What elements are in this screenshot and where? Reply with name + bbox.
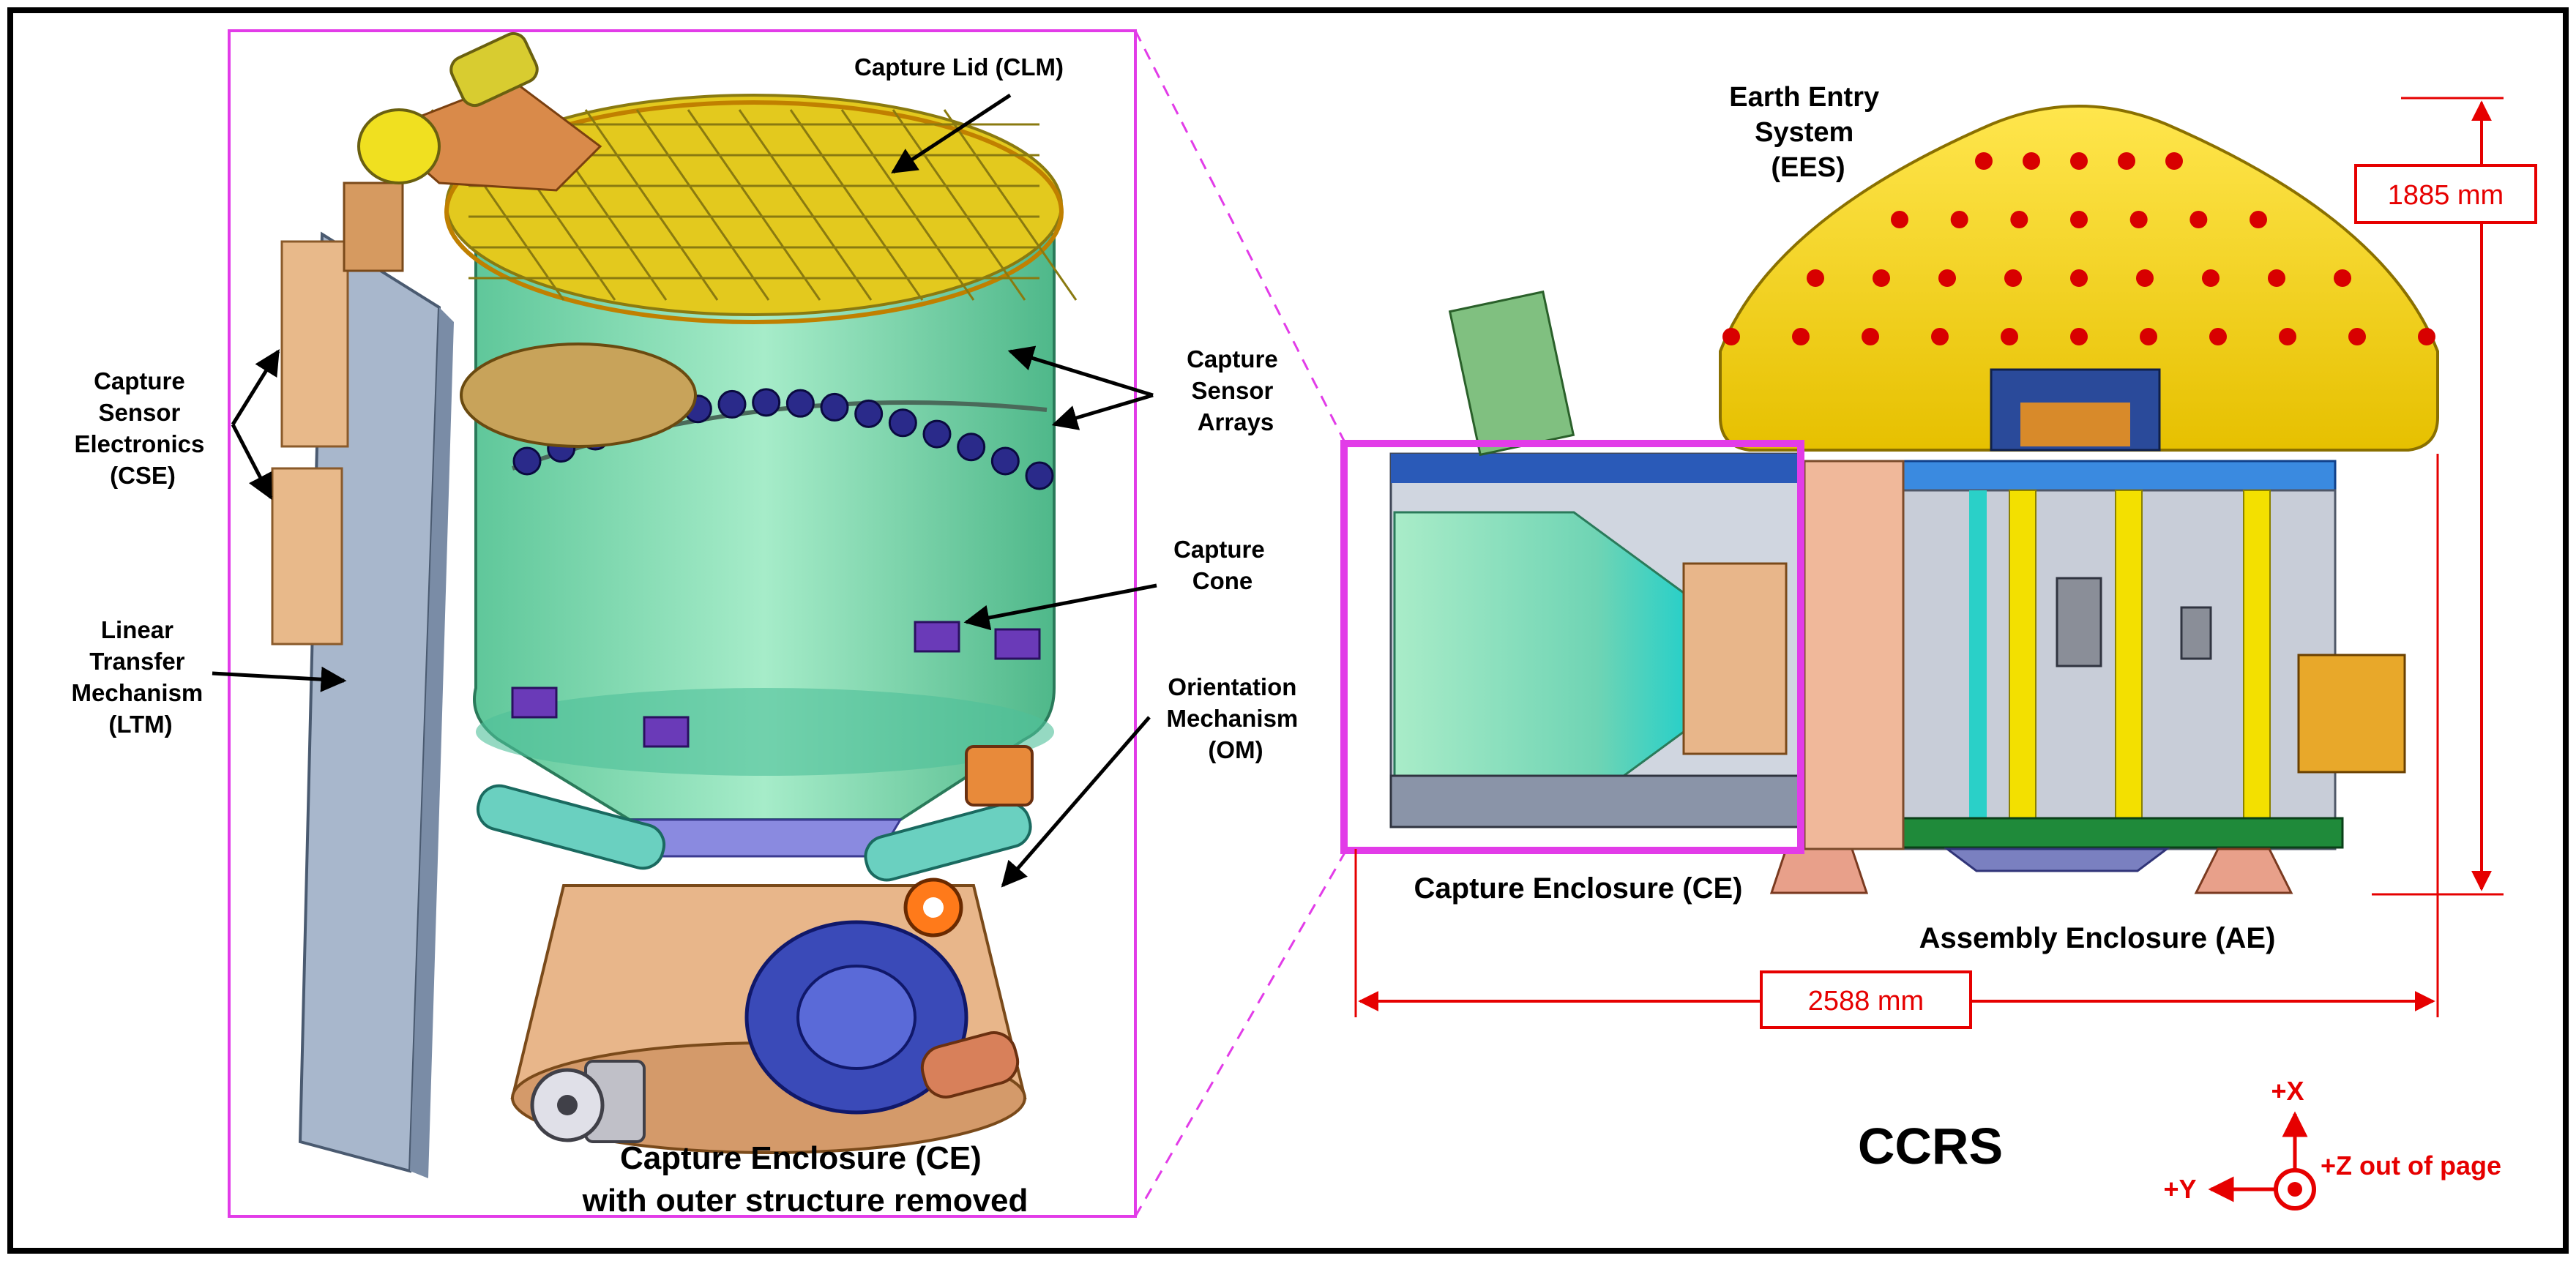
lid-grid-line <box>892 109 1026 301</box>
capture-enclosure-assembled <box>1389 290 1802 828</box>
ees-marker <box>1975 152 1993 170</box>
cone-brackets <box>511 621 1041 748</box>
earth-entry-system <box>1719 105 2439 452</box>
label-capture-sensor-electronics: Capture Sensor Electronics (CSE) <box>74 367 211 489</box>
label-earth-entry-system: Earth Entry System (EES) <box>1729 82 1886 183</box>
ees-marker <box>2209 328 2227 345</box>
width-dimension <box>1354 454 2439 1029</box>
ees-marker <box>2004 269 2022 287</box>
cse-bracket <box>343 182 404 272</box>
arrow-capture-lid <box>891 93 1012 174</box>
lid-grid-line <box>943 109 1078 301</box>
ees-marker <box>2001 328 2018 345</box>
capture-sensor-electronics-box-upper <box>280 240 349 448</box>
ees-marker <box>2118 152 2135 170</box>
callout-dashed-line-top <box>1134 30 1348 447</box>
ees-marker <box>2070 152 2088 170</box>
ees-marker <box>2165 152 2183 170</box>
lid-grid-line <box>584 109 719 301</box>
arrow-sensor-array-2 <box>1051 393 1154 430</box>
sensor-element <box>820 392 849 422</box>
label-ccrs: CCRS <box>1858 1118 2003 1175</box>
coordinate-axes <box>2208 1111 2316 1211</box>
ees-marker <box>1862 328 1879 345</box>
sensor-element <box>922 419 952 449</box>
arrow-cse-upper <box>231 349 280 426</box>
ce-highlight-box <box>1340 440 1804 854</box>
sensor-element <box>854 399 884 428</box>
label-assembly-enclosure: Assembly Enclosure (AE) <box>1919 922 2276 954</box>
ees-marker <box>2250 211 2267 228</box>
lid-grid-line <box>840 109 975 301</box>
ees-marker <box>1722 328 1740 345</box>
orientation-mechanism <box>476 745 1034 1154</box>
ees-marker <box>2418 328 2435 345</box>
height-dimension-label: 1885 mm <box>2388 180 2504 211</box>
height-dimension <box>2354 97 2537 896</box>
arrow-ltm <box>212 666 347 692</box>
ees-marker <box>1792 328 1810 345</box>
ees-marker <box>2023 152 2040 170</box>
ees-marker <box>2348 328 2366 345</box>
label-linear-transfer-mechanism: Linear Transfer Mechanism (LTM) <box>72 616 210 738</box>
ees-marker <box>1938 269 1956 287</box>
lid-grid-line <box>687 109 821 301</box>
lid-grid-line <box>635 109 770 301</box>
sensor-element <box>957 433 986 462</box>
ees-marker <box>2136 269 2154 287</box>
sensor-element <box>717 389 747 419</box>
axis-y-label: +Y <box>2163 1174 2196 1204</box>
label-capture-sensor-arrays: Capture Sensor Arrays <box>1187 345 1285 435</box>
ees-marker <box>1931 328 1949 345</box>
ees-marker <box>2070 211 2088 228</box>
capture-lid-hinge-arm <box>357 31 602 192</box>
ees-marker <box>2268 269 2285 287</box>
caption-ce-outer-structure-removed: Capture Enclosure (CE) with outer struct… <box>582 1140 1028 1219</box>
arrow-sensor-array-1 <box>1007 345 1154 397</box>
sensor-element <box>888 408 917 438</box>
ees-marker <box>1807 269 1824 287</box>
arrow-capture-cone <box>963 583 1157 631</box>
sensor-element <box>752 388 781 417</box>
label-capture-cone: Capture Cone <box>1173 536 1272 594</box>
capture-sensor-electronics-box-lower <box>271 467 343 646</box>
ees-marker <box>2070 328 2088 345</box>
label-orientation-mechanism: Orientation Mechanism (OM) <box>1167 673 1305 763</box>
ees-marker <box>2334 269 2351 287</box>
ae-side-panel <box>1803 460 1905 850</box>
axis-z-label: +Z out of page <box>2321 1150 2501 1180</box>
ees-marker <box>2129 211 2148 228</box>
assembly-enclosure <box>1769 460 2406 894</box>
label-capture-lid: Capture Lid (CLM) <box>854 53 1064 81</box>
lid-grid-line <box>789 109 924 301</box>
ees-marker <box>2010 211 2028 228</box>
ees-marker <box>1891 211 1908 228</box>
lid-grid-line <box>738 109 873 301</box>
arrow-om <box>1001 716 1151 888</box>
sensor-element <box>512 446 542 476</box>
sensor-element <box>990 446 1020 476</box>
axis-x-label: +X <box>2271 1076 2304 1106</box>
ees-marker <box>2189 211 2208 228</box>
ees-marker <box>2140 328 2157 345</box>
callout-dashed-line-bottom <box>1134 848 1348 1217</box>
ees-marker <box>2070 269 2088 287</box>
outer-frame <box>7 7 2569 1254</box>
ce-detail-callout-box <box>228 29 1137 1218</box>
ees-marker <box>1873 269 1890 287</box>
label-capture-enclosure: Capture Enclosure (CE) <box>1414 872 1743 905</box>
ees-marker <box>2202 269 2220 287</box>
sensor-element <box>785 389 815 418</box>
width-dimension-label: 2588 mm <box>1808 986 1924 1017</box>
sensor-disc <box>460 343 697 448</box>
arrow-cse-lower <box>231 423 273 501</box>
ees-marker <box>2279 328 2296 345</box>
ees-marker <box>1950 211 1968 228</box>
sensor-element <box>1025 461 1054 490</box>
